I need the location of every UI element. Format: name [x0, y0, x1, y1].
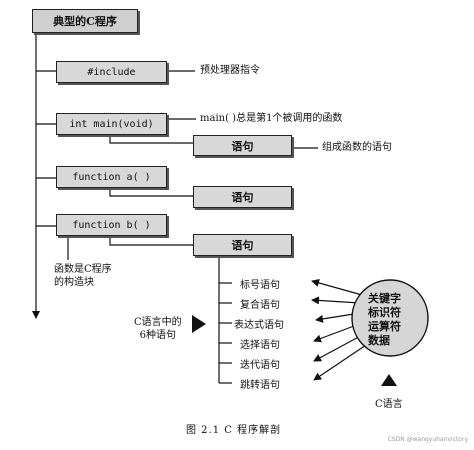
watermark: CSDN @wangyuhanvictory: [387, 436, 468, 443]
statement-kind-labeled: 标号语句: [240, 280, 280, 291]
function-a-box: function a( ): [56, 166, 167, 188]
building-block-note: 函数是C程序 的构造块: [54, 263, 112, 289]
c-language-label: C语言: [375, 399, 403, 410]
statement-kind-selection: 选择语句: [240, 340, 280, 351]
statement-kind-expression: 表达式语句: [234, 320, 284, 331]
function-b-statement-box: 语句: [193, 234, 292, 256]
figure-caption: 图 2.1 C 程序解剖: [186, 425, 282, 436]
six-kinds-pointer-triangle: [192, 315, 206, 333]
statement-kind-compound: 复合语句: [240, 300, 280, 311]
function-b-statement-label: 语句: [231, 239, 254, 252]
building-block-note-line-2: 的构造块: [54, 277, 94, 288]
statement-kind-jump: 跳转语句: [240, 380, 280, 391]
typical-c-program-label: 典型的C程序: [53, 15, 117, 28]
c-language-pointer-triangle: [381, 374, 397, 386]
statement-kind-iteration: 迭代语句: [240, 360, 280, 371]
function-b-label: function b( ): [72, 219, 151, 231]
language-element-identifier: 标识符: [368, 306, 401, 319]
main-statement-label: 语句: [231, 139, 254, 153]
language-element-data: 数据: [368, 334, 390, 347]
building-block-note-line-1: 函数是C程序: [54, 264, 112, 275]
include-label: #include: [87, 66, 136, 78]
six-kinds-note-line-1: C语言中的: [134, 317, 182, 328]
function-b-box: function b( ): [56, 214, 167, 236]
include-box: #include: [56, 61, 167, 83]
main-first-called-note: main( )总是第1个被调用的函数: [200, 113, 343, 124]
language-element-operator: 运算符: [368, 320, 401, 333]
six-kinds-note: C语言中的 6种语句: [134, 316, 182, 342]
preprocessor-note: 预处理器指令: [200, 65, 260, 76]
language-element-keyword: 关键字: [368, 292, 401, 305]
c-language-circle: [351, 279, 429, 357]
main-function-label: int main(void): [69, 118, 154, 130]
language-elements-list: 关键字 标识符 运算符 数据: [368, 292, 418, 348]
main-statement-box: 语句: [193, 135, 292, 156]
main-function-box: int main(void): [56, 113, 167, 135]
function-a-label: function a( ): [72, 171, 151, 183]
function-a-statement-label: 语句: [231, 191, 254, 204]
function-a-statement-box: 语句: [193, 186, 292, 208]
typical-c-program-box: 典型的C程序: [32, 9, 138, 33]
six-kinds-note-line-2: 6种语句: [139, 330, 177, 341]
function-statements-note: 组成函数的语句: [322, 142, 392, 153]
